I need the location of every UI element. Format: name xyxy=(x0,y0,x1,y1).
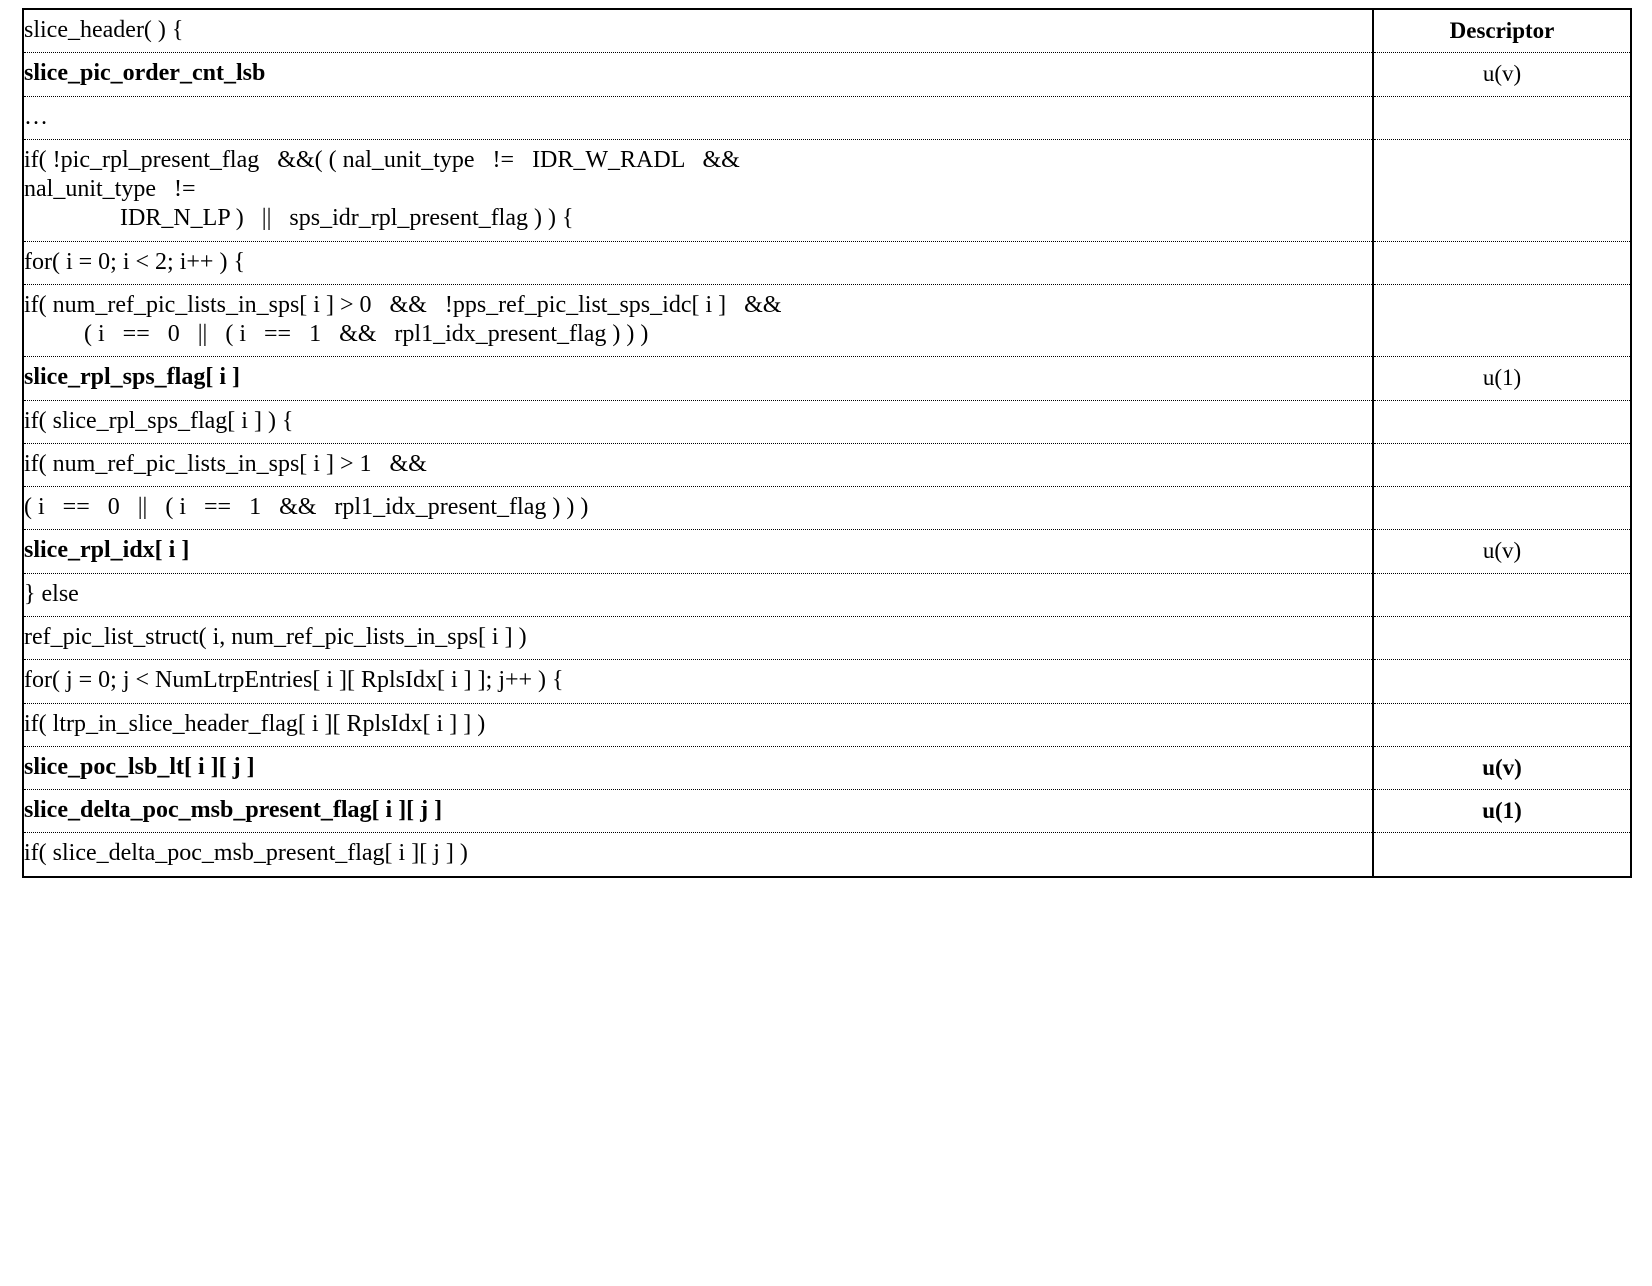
descriptor-cell-if-num-ref-pic-lists-gt-0 xyxy=(1372,283,1631,358)
descriptor-cell-ellipsis xyxy=(1372,95,1631,140)
syntax-column-header: slice_header( ) { xyxy=(23,8,1373,54)
syntax-cell-ref_pic_list_struct: ref_pic_list_struct( i, num_ref_pic_list… xyxy=(23,615,1373,661)
table-row: slice_poc_lsb_lt[ i ][ j ]u(v) xyxy=(23,745,1631,791)
syntax-cell-slice_delta_poc_msb_present_flag: slice_delta_poc_msb_present_flag[ i ][ j… xyxy=(23,789,1373,834)
table-row: ( i == 0 || ( i == 1 && rpl1_idx_present… xyxy=(23,486,1631,531)
syntax-cell-slice_rpl_idx: slice_rpl_idx[ i ] xyxy=(23,529,1373,574)
descriptor-cell-slice_rpl_sps_flag: u(1) xyxy=(1372,356,1631,401)
table-row: if( num_ref_pic_lists_in_sps[ i ] > 1 && xyxy=(23,442,1631,488)
table-row: ref_pic_list_struct( i, num_ref_pic_list… xyxy=(23,615,1631,661)
table-row: for( j = 0; j < NumLtrpEntries[ i ][ Rpl… xyxy=(23,659,1631,704)
syntax-cell-else: } else xyxy=(23,572,1373,617)
descriptor-cell-slice_poc_lsb_lt: u(v) xyxy=(1372,745,1631,791)
table-row: if( slice_delta_poc_msb_present_flag[ i … xyxy=(23,832,1631,878)
slice-header-syntax-table: slice_header( ) { Descriptor slice_pic_o… xyxy=(22,8,1632,878)
syntax-cell-if-ltrp-in-slice-header-flag: if( ltrp_in_slice_header_flag[ i ][ Rpls… xyxy=(23,702,1373,747)
syntax-cell-slice_poc_lsb_lt: slice_poc_lsb_lt[ i ][ j ] xyxy=(23,745,1373,791)
descriptor-cell-if-num-ref-pic-lists-gt-1 xyxy=(1372,442,1631,488)
descriptor-cell-if-slice-delta-poc-msb-present-flag xyxy=(1372,832,1631,878)
table-row: for( i = 0; i < 2; i++ ) { xyxy=(23,240,1631,285)
syntax-cell-ellipsis: … xyxy=(23,95,1373,140)
table-row: slice_rpl_idx[ i ]u(v) xyxy=(23,529,1631,574)
syntax-cell-if-pic-rpl-present-flag: if( !pic_rpl_present_flag &&( ( nal_unit… xyxy=(23,138,1373,242)
syntax-cell-if-slice-rpl-sps-flag: if( slice_rpl_sps_flag[ i ] ) { xyxy=(23,399,1373,444)
table-row: if( ltrp_in_slice_header_flag[ i ][ Rpls… xyxy=(23,702,1631,747)
descriptor-cell-else xyxy=(1372,572,1631,617)
syntax-cell-for-i-loop: for( i = 0; i < 2; i++ ) { xyxy=(23,240,1373,285)
syntax-cell-for-j-loop: for( j = 0; j < NumLtrpEntries[ i ][ Rpl… xyxy=(23,659,1373,704)
descriptor-cell-cond-continuation xyxy=(1372,486,1631,531)
syntax-cell-if-slice-delta-poc-msb-present-flag: if( slice_delta_poc_msb_present_flag[ i … xyxy=(23,832,1373,878)
descriptor-cell-if-pic-rpl-present-flag xyxy=(1372,138,1631,242)
syntax-cell-cond-continuation: ( i == 0 || ( i == 1 && rpl1_idx_present… xyxy=(23,486,1373,531)
descriptor-cell-slice_delta_poc_msb_present_flag: u(1) xyxy=(1372,789,1631,834)
descriptor-cell-for-j-loop xyxy=(1372,659,1631,704)
table-row: if( num_ref_pic_lists_in_sps[ i ] > 0 &&… xyxy=(23,283,1631,358)
descriptor-cell-slice_pic_order_cnt_lsb: u(v) xyxy=(1372,52,1631,97)
descriptor-cell-if-slice-rpl-sps-flag xyxy=(1372,399,1631,444)
descriptor-column-header: Descriptor xyxy=(1372,8,1631,54)
syntax-cell-slice_pic_order_cnt_lsb: slice_pic_order_cnt_lsb xyxy=(23,52,1373,97)
table-row: slice_rpl_sps_flag[ i ]u(1) xyxy=(23,356,1631,401)
syntax-cell-slice_rpl_sps_flag: slice_rpl_sps_flag[ i ] xyxy=(23,356,1373,401)
table-row: if( slice_rpl_sps_flag[ i ] ) { xyxy=(23,399,1631,444)
syntax-cell-if-num-ref-pic-lists-gt-0: if( num_ref_pic_lists_in_sps[ i ] > 0 &&… xyxy=(23,283,1373,358)
table-row: } else xyxy=(23,572,1631,617)
table-row: if( !pic_rpl_present_flag &&( ( nal_unit… xyxy=(23,138,1631,242)
table-row: slice_delta_poc_msb_present_flag[ i ][ j… xyxy=(23,789,1631,834)
syntax-cell-if-num-ref-pic-lists-gt-1: if( num_ref_pic_lists_in_sps[ i ] > 1 && xyxy=(23,442,1373,488)
descriptor-cell-slice_rpl_idx: u(v) xyxy=(1372,529,1631,574)
table-header-row: slice_header( ) { Descriptor xyxy=(23,8,1631,54)
descriptor-cell-ref_pic_list_struct xyxy=(1372,615,1631,661)
table-row: … xyxy=(23,95,1631,140)
descriptor-cell-if-ltrp-in-slice-header-flag xyxy=(1372,702,1631,747)
descriptor-cell-for-i-loop xyxy=(1372,240,1631,285)
